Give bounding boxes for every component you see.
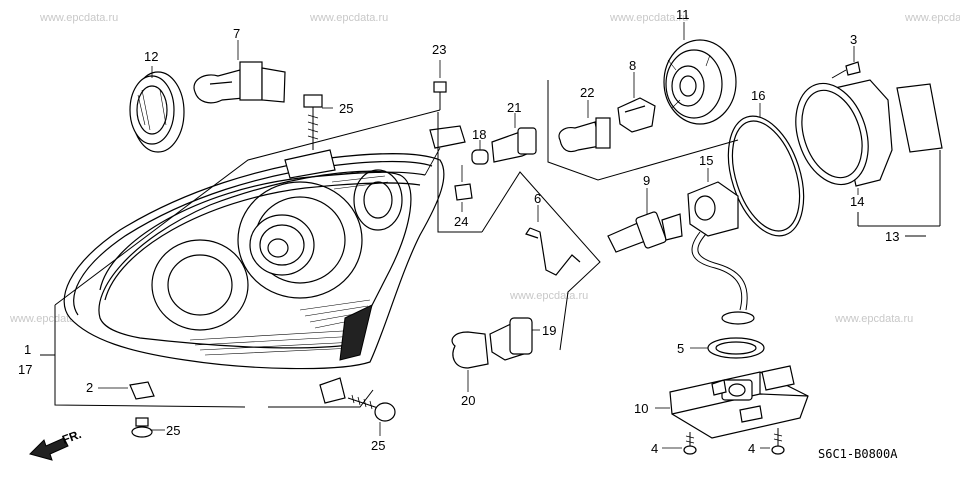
callout-22: 22: [580, 85, 594, 100]
callout-24: 24: [454, 214, 468, 229]
callout-1: 1: [24, 342, 31, 357]
callout-2: 2: [86, 380, 93, 395]
callout-5: 5: [677, 341, 684, 356]
front-marker-label: FR.: [60, 427, 83, 447]
watermark: www.epcdata.ru: [609, 12, 688, 24]
watermark: www.epcdata.ru: [834, 313, 913, 325]
watermark: www.epcdata.ru: [309, 12, 388, 24]
watermark: www.epcdata.ru: [904, 12, 960, 24]
hid-socket-15[interactable]: [687, 168, 755, 325]
diagram-code: S6C1-B0800A: [818, 447, 898, 461]
bracket-13-14: [857, 150, 941, 237]
bulb-22[interactable]: [558, 100, 611, 153]
group-frame-mid: [481, 171, 601, 351]
callout-21: 21: [507, 100, 521, 115]
ballast-10[interactable]: [655, 365, 809, 439]
callout-4: 4: [651, 441, 658, 456]
callout-14: 14: [850, 194, 864, 209]
callout-25: 25: [339, 101, 353, 116]
callout-18: 18: [472, 127, 486, 142]
callout-13: 13: [885, 229, 899, 244]
cover-11[interactable]: [663, 22, 737, 125]
socket-21[interactable]: [491, 113, 537, 163]
callout-12: 12: [144, 49, 158, 64]
label-sheet[interactable]: [896, 83, 943, 153]
spring-clip-6[interactable]: [525, 205, 581, 276]
headlight-assembly[interactable]: [63, 125, 466, 404]
screw-4-left[interactable]: [662, 432, 697, 455]
clip-24[interactable]: [454, 165, 473, 212]
bolt-25-top[interactable]: [303, 94, 333, 150]
socket-19[interactable]: [489, 317, 540, 361]
callout-25: 25: [166, 423, 180, 438]
callout-3: 3: [850, 32, 857, 47]
bolt-25-bottom-left[interactable]: [131, 417, 165, 438]
callout-labels: 12 7 25 23 18 21 24 22 8 11 3 16 15 9 14…: [18, 7, 899, 456]
screw-3[interactable]: [831, 46, 861, 79]
watermark: www.epcdata.ru: [509, 290, 588, 302]
callout-25: 25: [371, 438, 385, 453]
clip-2[interactable]: [98, 381, 155, 400]
callout-6: 6: [534, 191, 541, 206]
callout-16: 16: [751, 88, 765, 103]
callout-19: 19: [542, 323, 556, 338]
callout-15: 15: [699, 153, 713, 168]
callout-9: 9: [643, 173, 650, 188]
callout-11: 11: [676, 7, 690, 22]
watermarks: www.epcdata.ru www.epcdata.ru www.epcdat…: [9, 12, 960, 325]
callout-17: 17: [18, 362, 32, 377]
housing-14[interactable]: [784, 74, 893, 195]
gasket-16[interactable]: [715, 103, 818, 245]
front-direction-arrow: FR.: [29, 427, 83, 461]
callout-23: 23: [432, 42, 446, 57]
screw-23[interactable]: [433, 60, 447, 110]
callout-4: 4: [748, 441, 755, 456]
small-bulb-18[interactable]: [471, 140, 489, 165]
screw-4-right[interactable]: [760, 428, 785, 455]
bulb-20[interactable]: [451, 331, 489, 392]
hid-bulb-9[interactable]: [607, 188, 683, 253]
callout-10: 10: [634, 401, 648, 416]
bolt-25-bottom-right[interactable]: [347, 394, 396, 436]
callout-7: 7: [233, 26, 240, 41]
callout-8: 8: [629, 58, 636, 73]
callout-20: 20: [461, 393, 475, 408]
socket-8[interactable]: [617, 72, 656, 133]
seal-5[interactable]: [690, 337, 765, 359]
bulb-7[interactable]: [193, 40, 286, 104]
group-frame-upper: [547, 80, 739, 181]
rubber-cap-12[interactable]: [129, 66, 185, 153]
watermark: www.epcdata.ru: [39, 12, 118, 24]
assembly-frame-lines: [40, 109, 482, 408]
